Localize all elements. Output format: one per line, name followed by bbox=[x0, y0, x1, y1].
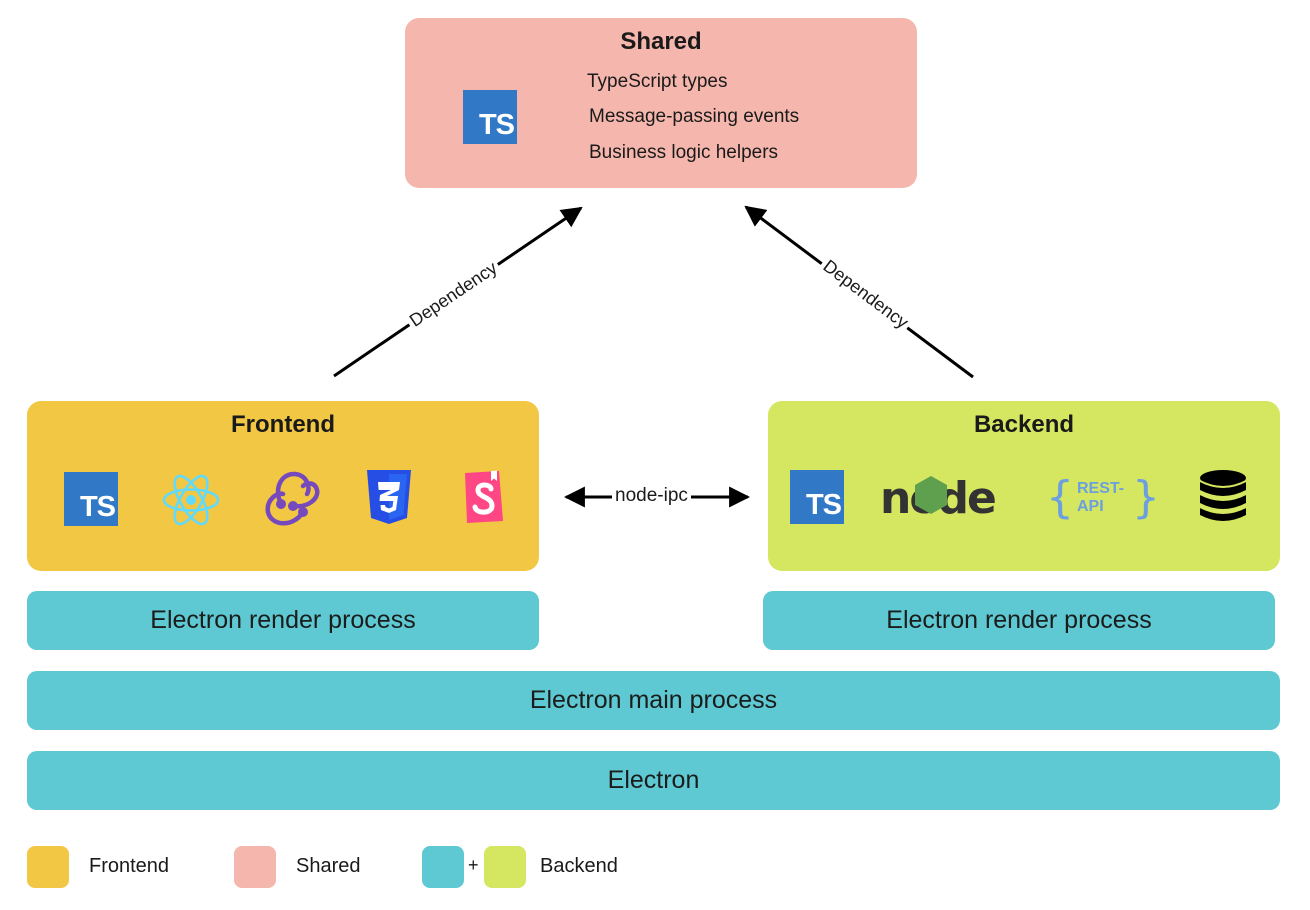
react-icon bbox=[162, 474, 220, 526]
nodejs-hexagon-icon bbox=[915, 476, 947, 514]
css3-icon bbox=[367, 470, 411, 524]
legend-shared-label: Shared bbox=[296, 855, 361, 877]
shared-item-types: TypeScript types bbox=[587, 71, 728, 92]
legend-shared-swatch bbox=[234, 846, 276, 888]
shared-item-helpers: Business logic helpers bbox=[589, 142, 779, 163]
shared-title: Shared bbox=[620, 28, 702, 55]
electron-bar: Electron bbox=[27, 751, 1280, 810]
legend-backend-swatch bbox=[484, 846, 526, 888]
redux-icon bbox=[265, 471, 320, 526]
rest-api-icon: { REST-API } bbox=[1046, 473, 1160, 523]
nodejs-icon: node bbox=[880, 476, 1010, 521]
backend-title: Backend bbox=[973, 411, 1075, 438]
rest-api-close-brace: } bbox=[1132, 472, 1160, 523]
typescript-icon: TS bbox=[64, 472, 118, 526]
frontend-render-process-bar: Electron render process bbox=[27, 591, 539, 650]
typescript-icon: TS bbox=[463, 90, 517, 144]
legend-plus-label: + bbox=[468, 855, 479, 875]
ipc-label: node-ipc bbox=[612, 485, 691, 507]
legend-frontend-label: Frontend bbox=[89, 855, 170, 877]
legend-frontend-swatch bbox=[27, 846, 69, 888]
frontend-title: Frontend bbox=[231, 411, 335, 438]
legend-backend-label: Backend bbox=[540, 855, 618, 877]
frontend-box: Frontend TS bbox=[27, 401, 539, 571]
electron-main-process-bar: Electron main process bbox=[27, 671, 1280, 730]
rest-api-text: REST-API bbox=[1077, 480, 1125, 515]
shared-item-events: Message-passing events bbox=[589, 106, 800, 127]
backend-box: Backend TS node { REST-API } bbox=[768, 401, 1280, 571]
storybook-icon bbox=[465, 470, 503, 523]
database-icon bbox=[1199, 470, 1247, 521]
rest-api-open-brace: { bbox=[1046, 472, 1074, 523]
typescript-icon: TS bbox=[790, 470, 844, 524]
legend-electron-swatch bbox=[422, 846, 464, 888]
shared-box: Shared TS TypeScript types Message-passi… bbox=[405, 18, 917, 188]
backend-render-process-bar: Electron render process bbox=[763, 591, 1275, 650]
